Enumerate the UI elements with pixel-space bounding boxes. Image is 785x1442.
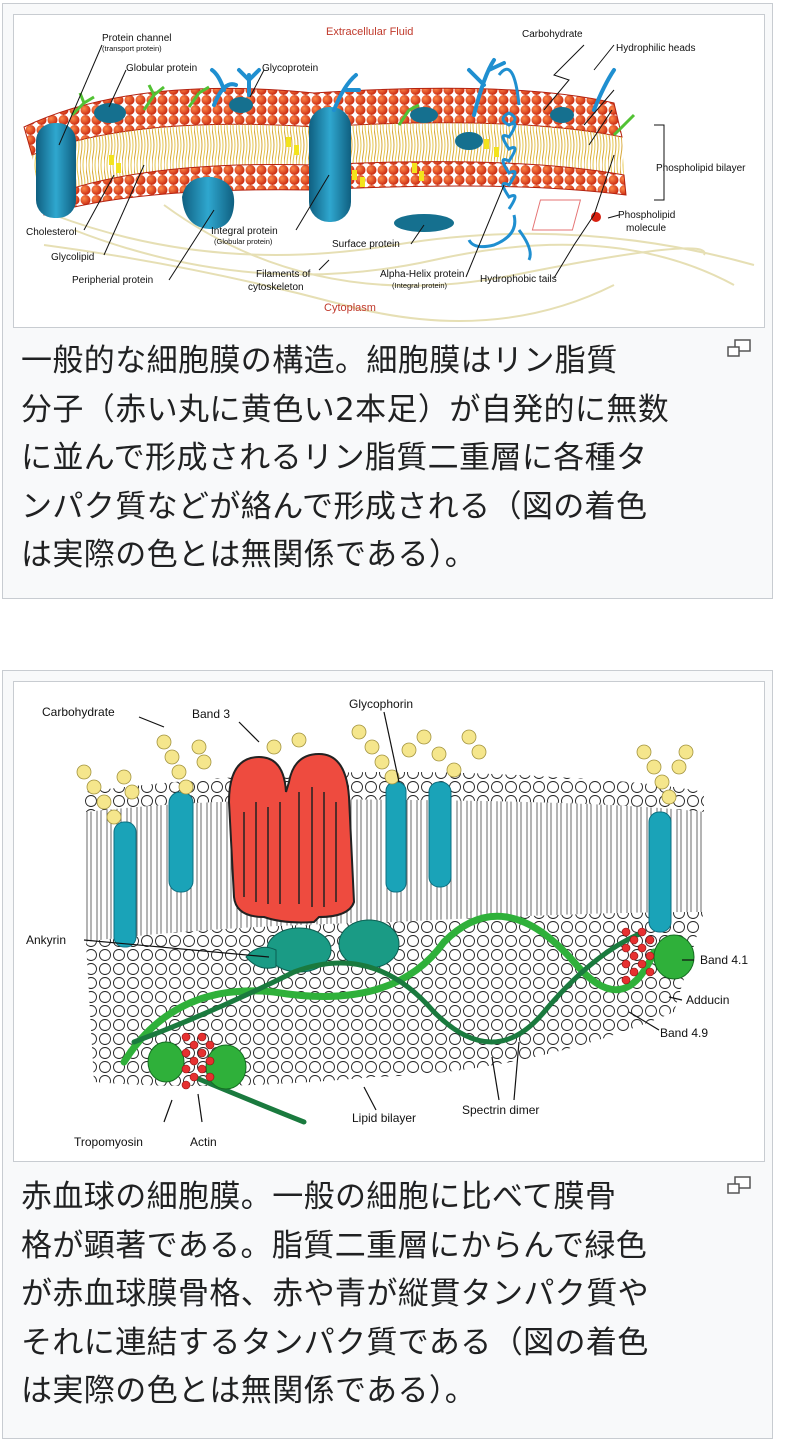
figure-caption: 一般的な細胞膜の構造。細胞膜はリン脂質 分子（赤い丸に黄色い2本足）が自発的に無… [21, 337, 721, 580]
magnify-icon[interactable] [726, 1176, 752, 1196]
phospholipid-molecule-dot [591, 212, 601, 222]
band41-proteins [147, 934, 695, 1090]
label-cytoplasm: Cytoplasm [324, 302, 376, 314]
glycoproteins [210, 58, 616, 117]
actin-filaments [181, 927, 655, 1090]
carbohydrate-chains [76, 724, 694, 825]
protein-channel [36, 123, 76, 218]
alpha-helix-protein [467, 67, 532, 261]
globular-protein [94, 103, 126, 123]
label-cholesterol: Cholesterol [26, 227, 77, 238]
phospholipid-molecule-box [531, 199, 582, 231]
label-hydrophobic-tails: Hydrophobic tails [480, 274, 557, 285]
caption-line: 格が顕著である。脂質二重層にからんで緑色 [21, 1227, 648, 1264]
surface-protein [394, 214, 454, 232]
caption-line: に並んで形成されるリン脂質二重層に各種タ [21, 440, 648, 476]
globular-protein-4 [550, 107, 574, 123]
label-glycoprotein: Glycoprotein [262, 63, 318, 74]
label-actin: Actin [190, 1135, 217, 1149]
label-glycophorin: Glycophorin [349, 697, 413, 711]
cytoskeleton-filaments [43, 204, 755, 322]
label-adducin: Adducin [686, 993, 729, 1007]
cell-membrane-diagram[interactable]: Extracellular Fluid Protein channel (tra… [13, 14, 765, 328]
label-tropomyosin: Tropomyosin [74, 1135, 143, 1149]
figure-caption: 赤血球の細胞膜。一般の細胞に比べて膜骨 格が顕著である。脂質二重層にからんで緑色… [21, 1173, 721, 1416]
label-cytoskeleton: cytoskeleton [248, 282, 304, 293]
leader-lines [58, 44, 665, 281]
integral-protein [309, 107, 351, 222]
leader-lines [83, 711, 694, 1123]
caption-line: 赤血球の細胞膜。一般の細胞に比べて膜骨 [21, 1179, 617, 1215]
caption-line: 一般的な細胞膜の構造。細胞膜はリン脂質 [21, 343, 618, 379]
ankyrin-protein [245, 919, 400, 973]
caption-line: 分子（赤い丸に黄色い2本足）が自発的に無数 [21, 391, 670, 428]
label-molecule: molecule [626, 223, 666, 234]
label-carbohydrate: Carbohydrate [522, 29, 583, 40]
caption-line: は実際の色とは無関係である）。 [21, 537, 477, 573]
label-phospholipid: Phospholipid [618, 210, 675, 221]
membrane-diagram-svg: Extracellular Fluid Protein channel (tra… [23, 26, 755, 322]
caption-line: それに連結するタンパク質である（図の着色 [21, 1324, 649, 1361]
erythrocyte-membrane-diagram[interactable]: Carbohydrate Band 3 Glycophorin Ankyrin … [13, 681, 765, 1162]
glycolipids [70, 84, 636, 137]
label-band3: Band 3 [192, 707, 230, 721]
label-ankyrin: Ankyrin [26, 933, 66, 947]
bilayer-bottom-heads [86, 912, 704, 1086]
label-peripherial-protein: Peripherial protein [72, 275, 153, 286]
label-transport-protein: (transport protein) [102, 44, 162, 53]
magnify-icon[interactable] [726, 339, 752, 359]
label-band49: Band 4.9 [660, 1026, 708, 1040]
label-globular-protein: Globular protein [126, 63, 197, 74]
spectrin-dimers [120, 912, 658, 1125]
figure-cell-membrane: Extracellular Fluid Protein channel (tra… [2, 3, 773, 599]
label-integral-protein: Integral protein [211, 226, 278, 237]
label-band41: Band 4.1 [700, 953, 748, 967]
peripheral-protein [182, 176, 235, 230]
label-surface-protein: Surface protein [332, 239, 400, 250]
cholesterol-molecules [109, 137, 499, 187]
label-integral-protein-sub: (Integral protein) [392, 281, 448, 290]
label-spectrin-dimer: Spectrin dimer [462, 1103, 539, 1117]
label-protein-channel: Protein channel [102, 33, 172, 44]
label-extracellular: Extracellular Fluid [326, 26, 413, 38]
figure-erythrocyte-membrane: Carbohydrate Band 3 Glycophorin Ankyrin … [2, 670, 773, 1439]
label-glycolipid: Glycolipid [51, 252, 94, 263]
label-hydrophilic-heads: Hydrophilic heads [616, 43, 696, 54]
caption-line: は実際の色とは無関係である）。 [21, 1373, 477, 1409]
caption-line: が赤血球膜骨格、赤や青が縦貫タンパク質や [21, 1276, 649, 1312]
label-filaments-of: Filaments of [256, 269, 311, 280]
globular-protein-2 [455, 132, 483, 150]
label-phospholipid-bilayer: Phospholipid bilayer [656, 163, 746, 174]
band3-folds [243, 787, 337, 907]
globular-protein-5 [229, 97, 253, 113]
caption-line: ンパク質などが絡んで形成される（図の着色 [21, 488, 648, 525]
label-carbohydrate: Carbohydrate [42, 705, 115, 719]
label-lipid-bilayer: Lipid bilayer [352, 1111, 416, 1125]
label-globular-protein-sub: (Globular protein) [214, 237, 273, 246]
erythrocyte-diagram-svg: Carbohydrate Band 3 Glycophorin Ankyrin … [26, 697, 748, 1149]
label-alpha-helix: Alpha-Helix protein [380, 269, 465, 280]
globular-protein-3 [410, 107, 438, 123]
band3-protein [227, 752, 356, 924]
